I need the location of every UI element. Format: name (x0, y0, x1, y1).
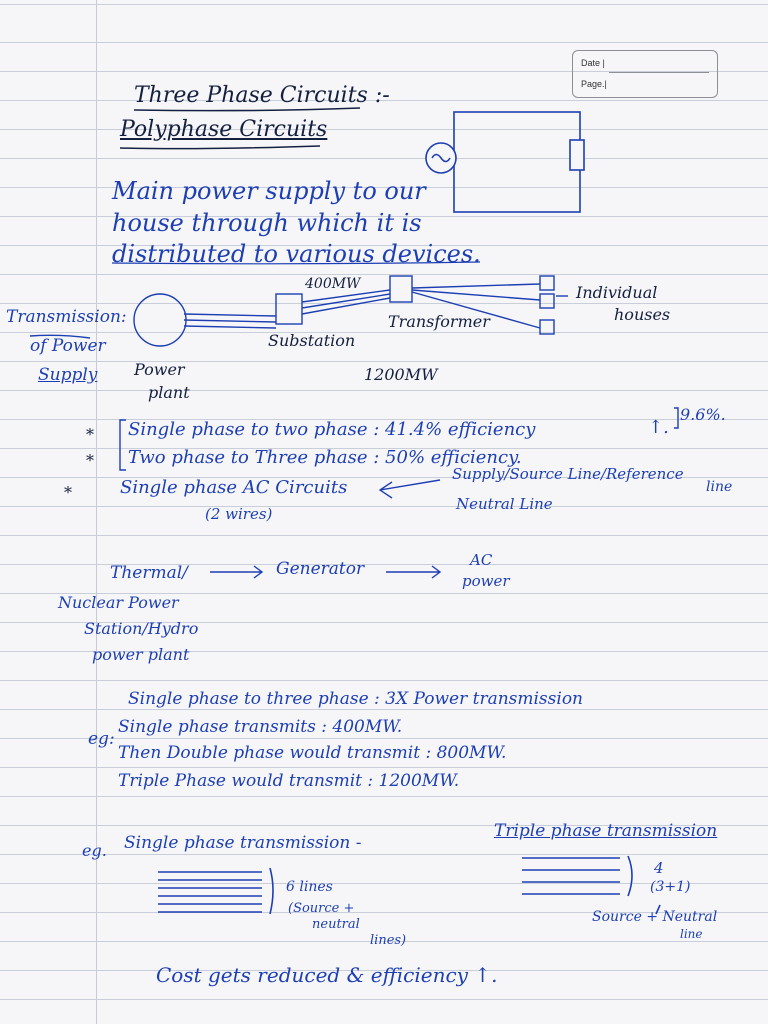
margin-line (96, 0, 97, 1024)
power-rating-label: 400MW (305, 276, 361, 292)
power-plant-label-2: plant (148, 383, 190, 402)
comparison-line-1: Single phase transmits : 400MW. (118, 717, 403, 737)
efficiency-brackets (119, 407, 679, 471)
triple-phase-lines (522, 855, 661, 915)
neutral-line-label: Neutral Line (456, 495, 553, 513)
ac-label: AC (470, 551, 493, 569)
supply-line-word: line (706, 479, 733, 495)
page-label: Page.| (581, 79, 607, 89)
triple-detail: (3+1) (650, 879, 691, 895)
source-plant: power plant (92, 645, 190, 664)
triple-legend: Source + Neutral (592, 909, 718, 925)
date-label: Date | (581, 58, 605, 68)
source-hydro: Station/Hydro (84, 619, 199, 638)
comparison-heading: Single phase to three phase : 3X Power t… (128, 689, 583, 709)
single-detail-2: neutral (312, 917, 360, 932)
power-plant-icon (133, 293, 187, 347)
transformer-label: Transformer (388, 312, 490, 331)
title-underline (119, 107, 361, 150)
triple-phase-title: Triple phase transmission (494, 821, 718, 841)
ac-circuit-wires: (2 wires) (205, 505, 273, 523)
power-label: power (462, 572, 510, 590)
houses-label-2: houses (614, 305, 671, 324)
substation-label: Substation (268, 331, 356, 350)
triple-line-count: 4 (654, 859, 664, 877)
conclusion: Cost gets reduced & efficiency ↑. (156, 963, 498, 987)
single-phase-title: Single phase transmission - (124, 833, 362, 853)
house-icon-1 (539, 275, 555, 291)
page-title: Three Phase Circuits :- (134, 83, 390, 108)
generator-label: Generator (276, 559, 365, 579)
single-detail-3: lines) (370, 933, 407, 948)
triple-legend-line: line (680, 927, 703, 941)
page-subtitle: Polyphase Circuits (120, 117, 328, 142)
house-icon-3 (539, 319, 555, 335)
efficiency-side-note: 9.6%. (680, 405, 726, 424)
supply-line-label: Supply/Source Line/Reference (452, 465, 684, 483)
ac-source-circuit (425, 111, 585, 213)
transmission-label-2: of Power (30, 336, 106, 356)
substation-icon (275, 293, 303, 325)
transmission-label: Transmission: (6, 307, 127, 327)
bullet-3: * (64, 483, 72, 502)
houses-label: Individual (576, 283, 658, 302)
transformer-icon (389, 275, 413, 303)
ac-circuit-title: Single phase AC Circuits (120, 477, 348, 498)
generation-arrows (210, 565, 442, 579)
source-nuclear: Nuclear Power (58, 593, 179, 612)
single-phase-lines (158, 867, 274, 915)
single-detail-1: (Source + (288, 901, 355, 916)
efficiency-line-2: Two phase to Three phase : 50% efficienc… (128, 447, 522, 468)
intro-line-1: Main power supply to our (112, 177, 426, 205)
comparison-line-3: Triple Phase would transmit : 1200MW. (118, 771, 460, 791)
power-plant-label: Power (134, 360, 185, 379)
ac-arrow (378, 479, 441, 499)
single-line-count: 6 lines (286, 879, 333, 895)
date-line (609, 72, 709, 73)
intro-line-2: house through which it is (112, 209, 422, 237)
date-page-box: Date | Page.| (572, 50, 718, 98)
bullet-2: * (86, 451, 94, 470)
comparison-line-2: Then Double phase would transmit : 800MW… (118, 743, 507, 763)
comparison-eg: eg: (88, 729, 115, 749)
transmission-diagram (29, 275, 568, 347)
house-icon-2 (539, 293, 555, 309)
efficiency-arrow: ↑. (648, 417, 669, 438)
efficiency-line-1: Single phase to two phase : 41.4% effici… (128, 419, 536, 440)
total-power-label: 1200MW (364, 365, 438, 384)
intro-underline (111, 261, 481, 265)
example-eg: eg. (82, 841, 107, 860)
bullet-1: * (86, 425, 94, 444)
thermal-label: Thermal/ (110, 563, 188, 583)
transmission-label-3: Supply (38, 365, 98, 385)
